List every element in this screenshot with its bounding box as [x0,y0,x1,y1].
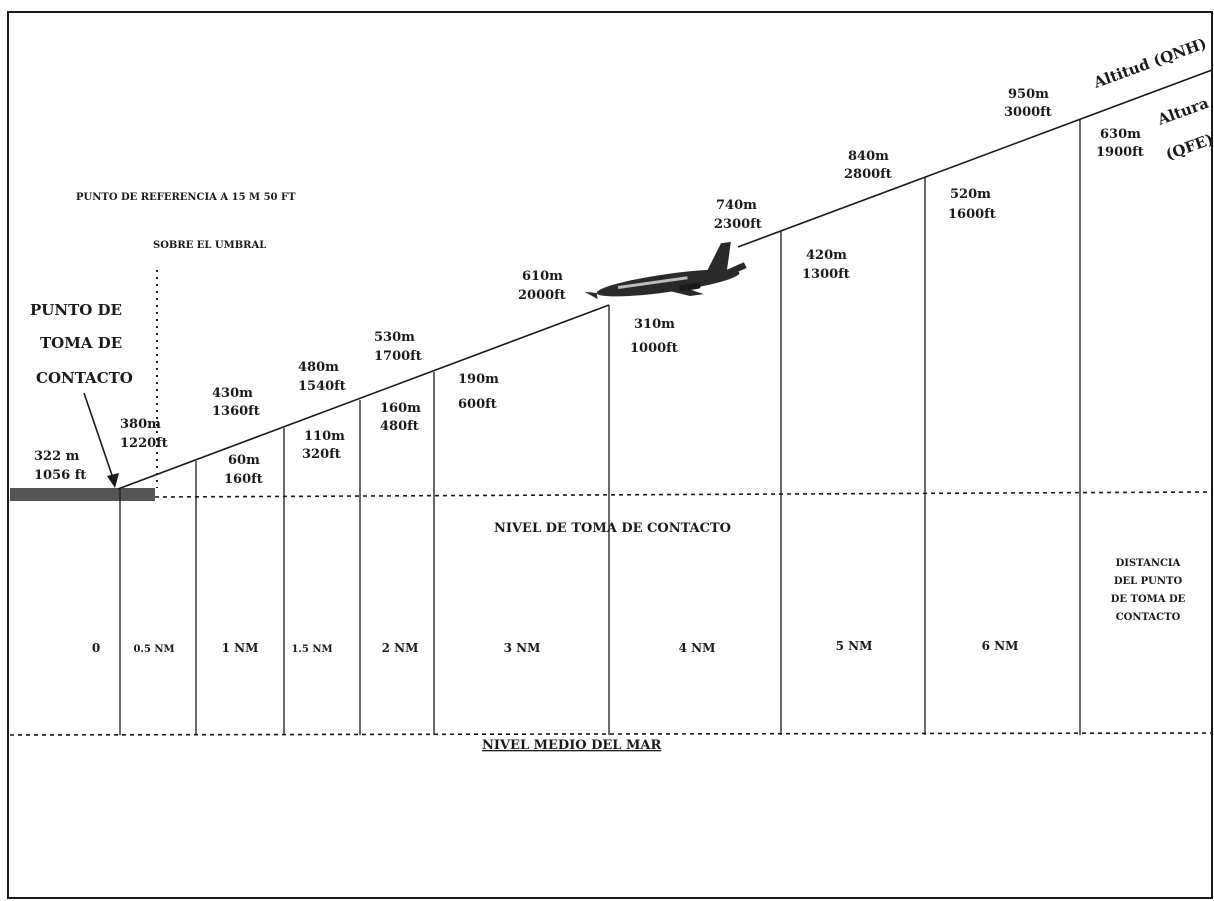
glide-path-line [117,304,610,490]
distance-label: 4 NM [679,641,716,655]
altitude-label-m: 530m [374,330,415,345]
distance-caption-1: DISTANCIA [1116,558,1181,569]
altitude-label-ft: 1360ft [212,404,260,419]
height-label-ft: 1000ft [630,341,678,356]
distance-label: 2 NM [382,641,419,655]
altitude-label-ft: 1700ft [374,349,422,364]
airplane-icon [584,241,747,299]
distance-label: 1.5 NM [291,644,332,655]
altitude-label-ft: 3000ft [1004,105,1052,120]
height-label-m: 190m [458,372,499,387]
altitude-label-m: 480m [298,360,339,375]
height-label-ft: 160ft [224,472,263,487]
height-label-ft: 1600ft [948,207,996,222]
height-label-ft: 600ft [458,397,497,412]
height-label-m: 160m [380,401,421,416]
sea-level-line [9,732,1213,736]
touchdown-point-label-3: CONTACTO [36,369,133,387]
height-label-ft: 1300ft [802,267,850,282]
altitude-label-ft: 1220ft [120,436,168,451]
height-label-m: 420m [806,248,847,263]
altitude-label-m: 740m [716,198,757,213]
altitude-curve-label: Altitud (QNH) [1090,34,1209,92]
touchdown-arrowhead [107,473,119,488]
altitude-label-m: 840m [848,149,889,164]
altitude-label-ft: 2000ft [518,288,566,303]
altitude-label-ft: 2800ft [844,167,892,182]
touchdown-arrow [83,392,116,485]
distance-caption-3: DE TOMA DE [1111,594,1186,605]
page-border [7,11,1213,899]
height-label-ft: 320ft [302,447,341,462]
sea-level-label: NIVEL MEDIO DEL MAR [482,738,661,753]
altitude-label-m: 430m [212,386,253,401]
touchdown-level-line [154,491,1213,498]
height-label-ft: 480ft [380,419,419,434]
altitude-label-m: 610m [522,269,563,284]
distance-caption-4: CONTACTO [1116,612,1181,623]
height-label-m: 60m [228,453,260,468]
touchdown-point-label-1: PUNTO DE [30,301,122,319]
height-curve-label-1: Altura [1154,94,1211,129]
distance-label: 5 NM [836,639,873,653]
altitude-label-ft: 1056 ft [34,468,86,483]
height-label-m: 310m [634,317,675,332]
height-label-m: 630m [1100,127,1141,142]
reference-point-label-1: PUNTO DE REFERENCIA A 15 M 50 FT [76,192,296,203]
height-curve-label-2: (QFE) [1163,130,1214,164]
altitude-label-m: 322 m [34,449,80,464]
altitude-label-m: 950m [1008,87,1049,102]
reference-point-label-2: SOBRE EL UMBRAL [153,240,266,251]
distance-label: 3 NM [504,641,541,655]
altitude-label-ft: 2300ft [714,217,762,232]
altitude-label-m: 380m [120,417,161,432]
height-label-ft: 1900ft [1096,145,1144,160]
glide-path-line-upper [737,69,1213,248]
touchdown-point-label-2: TOMA DE [40,334,122,352]
altitude-label-ft: 1540ft [298,379,346,394]
distance-label: 0.5 NM [133,644,174,655]
runway-bar [10,488,155,501]
distance-label: 0 [92,641,100,655]
height-label-m: 110m [304,429,345,444]
height-label-m: 520m [950,187,991,202]
touchdown-level-label: NIVEL DE TOMA DE CONTACTO [494,521,731,536]
distance-label: 1 NM [222,641,259,655]
distance-caption-2: DEL PUNTO [1114,576,1183,587]
distance-label: 6 NM [982,639,1019,653]
